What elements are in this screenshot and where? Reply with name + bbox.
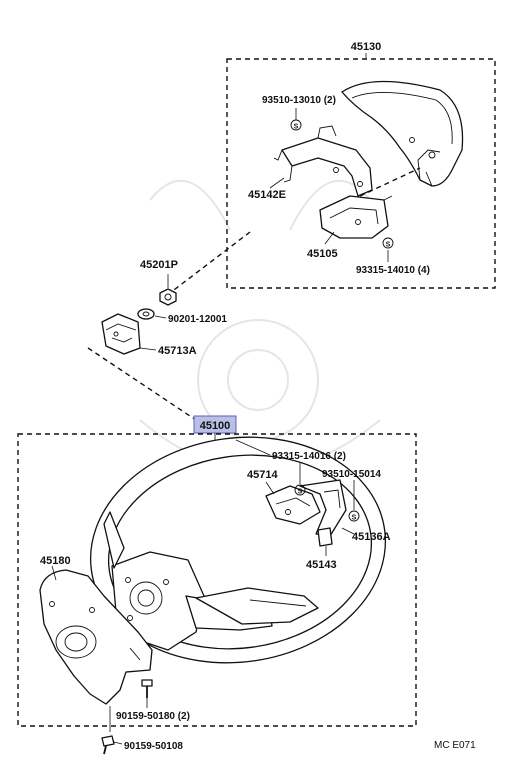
bolt-bottom (101, 706, 123, 755)
wheel-assembly-tag[interactable]: 45100 (193, 415, 237, 434)
pad-assembly-number: 45130 (351, 41, 382, 53)
figure-code: MC E071 (434, 740, 476, 751)
label-bracket-lower: 45105 (307, 248, 338, 260)
horn-pad (341, 80, 464, 187)
tag-leader (235, 439, 271, 456)
label-cover: 45180 (40, 555, 71, 567)
assembly-link-upper (165, 231, 251, 297)
bolt-cover (141, 679, 153, 708)
bracket-45105 (319, 195, 393, 239)
label-screw-right: 93315-14010 (4) (356, 265, 430, 276)
label-screw-top: 93510-13010 (2) (262, 95, 336, 106)
assembly-link-lower (87, 347, 197, 421)
label-bracket-right: 45136A (352, 531, 391, 543)
screw-wheel-b: S (348, 480, 360, 522)
screw-wheel-a: S (294, 462, 306, 496)
label-switch-block: 45713A (158, 345, 197, 357)
plate-45714 (265, 481, 321, 525)
label-bolt-cover: 90159-50180 (2) (116, 711, 190, 722)
switch-block-45713a (101, 313, 157, 355)
svg-text:S: S (298, 489, 303, 496)
label-bracket-left: 45142E (248, 189, 286, 201)
svg-text:S: S (386, 242, 391, 249)
cover-45180 (39, 565, 153, 705)
pad-assembly-box: 45130 (226, 41, 496, 289)
clip-45143 (317, 527, 333, 556)
svg-text:S: S (352, 515, 357, 522)
screw-upper-right: S (382, 237, 394, 249)
upper-leaders (269, 108, 421, 262)
nut-45201p (159, 274, 177, 306)
label-screw-wheel-a: 93315-14016 (2) (272, 451, 346, 462)
label-clip: 45143 (306, 559, 337, 571)
svg-text:S: S (294, 124, 299, 131)
bracket-45142e (273, 125, 373, 197)
label-screw-wheel-b: 93510-15014 (322, 469, 381, 480)
wheel-assembly-box (17, 433, 417, 727)
washer-90201 (137, 308, 167, 320)
label-bolt-bottom: 90159-50108 (124, 741, 183, 752)
label-nut: 45201P (140, 259, 178, 271)
screw-upper-left: S (290, 119, 302, 131)
label-plate: 45714 (247, 469, 278, 481)
wheel-assembly-number[interactable]: 45100 (200, 420, 231, 432)
label-washer: 90201-12001 (168, 314, 227, 325)
